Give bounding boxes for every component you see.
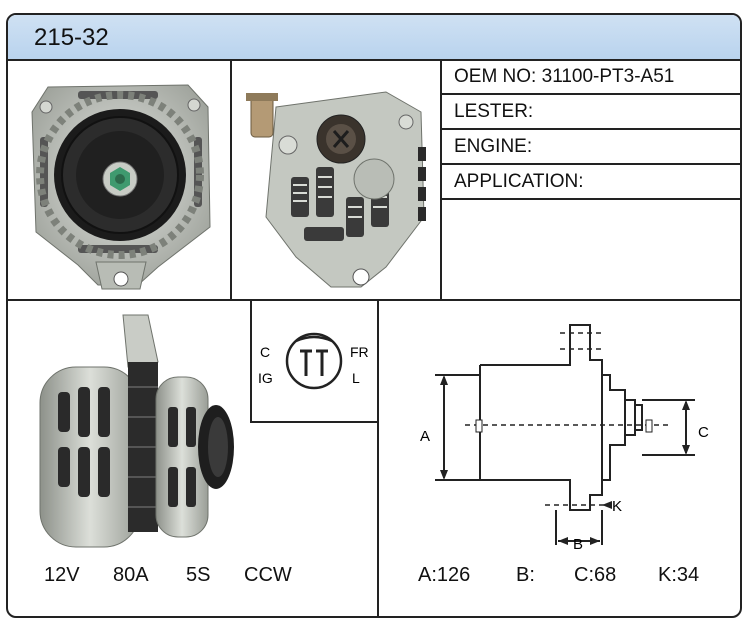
connector-diagram: C IG FR L: [258, 332, 369, 390]
amperage-spec: 80A: [113, 564, 149, 586]
dimension-c-label: C: [698, 424, 709, 441]
oem-value: 31100-PT3-A51: [541, 66, 675, 87]
connector-pin-fr: FR: [350, 344, 369, 360]
oem-number-row: OEM NO: 31100-PT3-A51: [454, 60, 674, 94]
alternator-side-photo: [39, 314, 234, 548]
divider: [440, 93, 740, 95]
title-bar: 215-32: [8, 15, 740, 61]
dimension-c-spec: C:68: [574, 564, 617, 586]
divider: [440, 198, 740, 200]
divider: [250, 421, 379, 423]
dimension-k-label: K: [612, 498, 622, 515]
dimension-k-spec: K:34: [658, 564, 700, 586]
engine-row: ENGINE:: [454, 130, 532, 164]
rotation-spec: CCW: [244, 564, 292, 586]
connector-pin-l: L: [352, 370, 360, 386]
divider: [8, 299, 740, 301]
oem-label: OEM NO:: [454, 66, 537, 87]
connector-pin-ig: IG: [258, 370, 273, 386]
dimension-a-spec: A:126: [418, 564, 471, 586]
application-row: APPLICATION:: [454, 165, 584, 199]
divider: [230, 59, 232, 300]
connector-outline: [285, 332, 343, 390]
dimension-drawing: A C B K: [420, 324, 709, 553]
voltage-spec: 12V: [44, 564, 80, 586]
engine-label: ENGINE:: [454, 136, 533, 157]
alternator-front-photo: [31, 84, 211, 290]
divider: [440, 128, 740, 130]
alternator-rear-photo: [246, 91, 426, 288]
lester-label: LESTER:: [454, 101, 534, 122]
spec-sheet: 215-32 OEM NO: 31100-PT3-A51 LESTER: ENG…: [6, 13, 742, 618]
application-label: APPLICATION:: [454, 171, 584, 192]
lester-row: LESTER:: [454, 95, 533, 129]
grooves-spec: 5S: [186, 564, 211, 586]
divider: [250, 299, 252, 423]
page-title: 215-32: [34, 24, 109, 51]
connector-pin-c: C: [260, 344, 270, 360]
divider: [440, 59, 442, 300]
dimension-b-spec: B:: [516, 564, 535, 586]
dimension-a-label: A: [420, 428, 430, 445]
divider: [440, 163, 740, 165]
divider: [377, 299, 379, 616]
dimension-b-label: B: [573, 536, 583, 553]
